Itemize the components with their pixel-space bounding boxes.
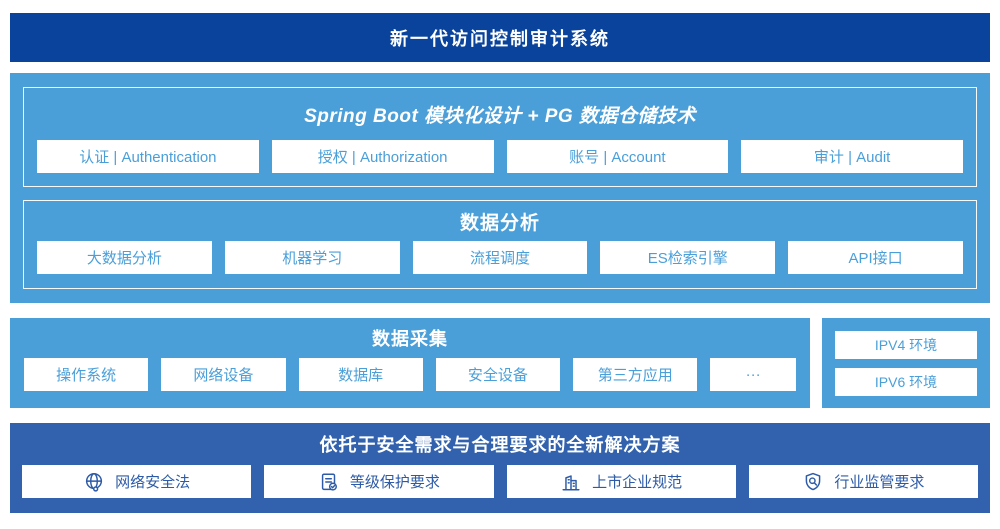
- ip-environments-panel: IPV4 环境 IPV6 环境: [822, 318, 990, 408]
- system-title: 新一代访问控制审计系统: [390, 28, 610, 49]
- solution-banner: 依托于安全需求与合理要求的全新解决方案 网络安全法 等级保护要求 上市企业规范 行业监…: [10, 423, 990, 513]
- collection-chip-row: 操作系统网络设备数据库安全设备第三方应用 ···: [24, 358, 797, 391]
- solution-chip-label: 上市企业规范: [592, 474, 683, 491]
- solution-title: 依托于安全需求与合理要求的全新解决方案: [319, 435, 681, 455]
- buildings-icon: [560, 471, 582, 493]
- collection-chip: 第三方应用: [573, 358, 698, 391]
- solution-chip-label: 行业监管要求: [834, 474, 925, 491]
- module-chip: 授权 | Authorization: [271, 140, 494, 173]
- analysis-chip: ES检索引擎: [600, 241, 776, 274]
- doc-check-icon: [318, 471, 340, 493]
- modules-box: Spring Boot 模块化设计 + PG 数据仓储技术 认证 | Authe…: [23, 87, 977, 187]
- solution-chip: 上市企业规范: [506, 465, 736, 498]
- analysis-chip: API接口: [788, 241, 963, 274]
- collection-title: 数据采集: [372, 329, 448, 349]
- analysis-chip-row: 大数据分析机器学习流程调度 ES检索引擎 API接口: [37, 241, 963, 274]
- analysis-chip: 大数据分析: [37, 241, 212, 274]
- ip-env-chip: IPV6 环境: [835, 367, 977, 396]
- platform-section: Spring Boot 模块化设计 + PG 数据仓储技术 认证 | Authe…: [10, 73, 990, 303]
- collection-chip: 安全设备: [435, 358, 561, 391]
- solution-chip: 网络安全法: [22, 465, 252, 498]
- solution-chip-row: 网络安全法 等级保护要求 上市企业规范 行业监管要求: [22, 465, 978, 498]
- shield-search-icon: [802, 471, 824, 493]
- top-banner: 新一代访问控制审计系统: [10, 13, 990, 62]
- solution-chip-label: 网络安全法: [115, 474, 191, 491]
- module-chip: 认证 | Authentication: [37, 140, 259, 173]
- analysis-chip: 机器学习: [224, 241, 400, 274]
- modules-chip-row: 认证 | Authentication 授权 | Authorization 账号 …: [37, 140, 963, 173]
- solution-chip-label: 等级保护要求: [349, 474, 440, 491]
- module-chip: 审计 | Audit: [741, 140, 963, 173]
- collection-chip: 数据库: [298, 358, 423, 391]
- analysis-box: 数据分析 大数据分析机器学习流程调度 ES检索引擎 API接口: [23, 200, 977, 289]
- globe-icon: [83, 471, 105, 493]
- collection-chip: 网络设备: [161, 358, 286, 391]
- collection-chip: ···: [710, 358, 797, 391]
- collection-panel: 数据采集 操作系统网络设备数据库安全设备第三方应用 ···: [10, 318, 810, 408]
- analysis-chip: 流程调度: [412, 241, 588, 274]
- solution-chip: 行业监管要求: [748, 465, 978, 498]
- collection-row: 数据采集 操作系统网络设备数据库安全设备第三方应用 ··· IPV4 环境 IPV6…: [10, 318, 990, 408]
- collection-chip: 操作系统: [24, 358, 149, 391]
- modules-title: Spring Boot 模块化设计 + PG 数据仓储技术: [304, 105, 696, 127]
- solution-chip: 等级保护要求: [264, 465, 494, 498]
- module-chip: 账号 | Account: [506, 140, 729, 173]
- ip-env-chip: IPV4 环境: [835, 330, 977, 359]
- analysis-title: 数据分析: [459, 212, 540, 234]
